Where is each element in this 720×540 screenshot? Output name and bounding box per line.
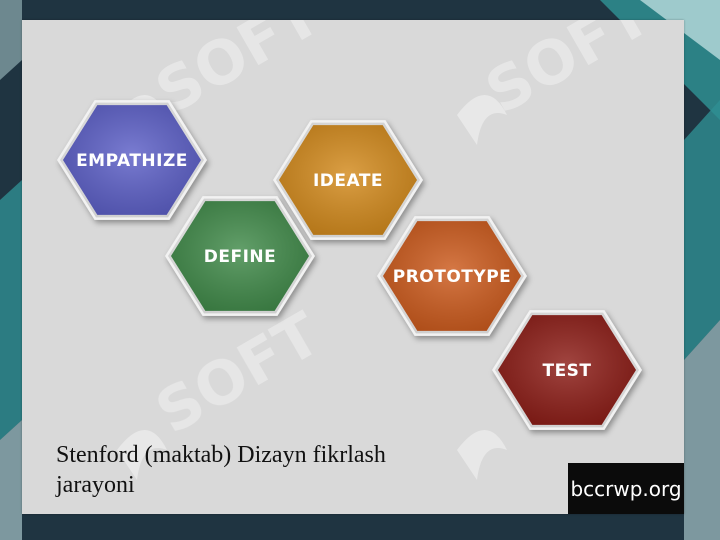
stage-hexagon-test: TEST (492, 310, 642, 430)
slide-caption: Stenford (maktab) Dizayn fikrlash jarayo… (56, 440, 476, 500)
hexagon-gloss (276, 122, 420, 238)
site-logo[interactable]: bccrwp.org (568, 463, 684, 514)
stage-hexagon-ideate: IDEATE (273, 120, 423, 240)
hexagon-gloss (168, 198, 312, 314)
stage-label: DEFINE (204, 247, 277, 267)
stage-hexagon-define: DEFINE (165, 196, 315, 316)
watermark-layer: SOFT SOFT SOFT (117, 20, 662, 480)
site-logo-text: bccrwp.org (570, 476, 682, 501)
stage-label: IDEATE (313, 171, 383, 191)
caption-line-1: Stenford (maktab) Dizayn fikrlash (56, 442, 386, 468)
design-thinking-hexagons: EMPATHIZE DEFINE IDEATE PROTOTYPE TEST (57, 100, 642, 430)
slide-content-panel: SOFT SOFT SOFT EMPATHIZE DEFINE IDEATE PROT… (22, 20, 684, 514)
stage-hexagon-empathize: EMPATHIZE (57, 100, 207, 220)
hexagon-gloss (495, 312, 639, 428)
hexagon-gloss (60, 102, 204, 218)
stage-hexagon-prototype: PROTOTYPE (377, 216, 527, 336)
stage-label: TEST (542, 361, 591, 381)
hexagon-gloss (380, 218, 524, 334)
caption-line-2: jarayoni (56, 472, 135, 498)
stage-label: PROTOTYPE (393, 267, 512, 287)
stage-label: EMPATHIZE (76, 151, 188, 171)
